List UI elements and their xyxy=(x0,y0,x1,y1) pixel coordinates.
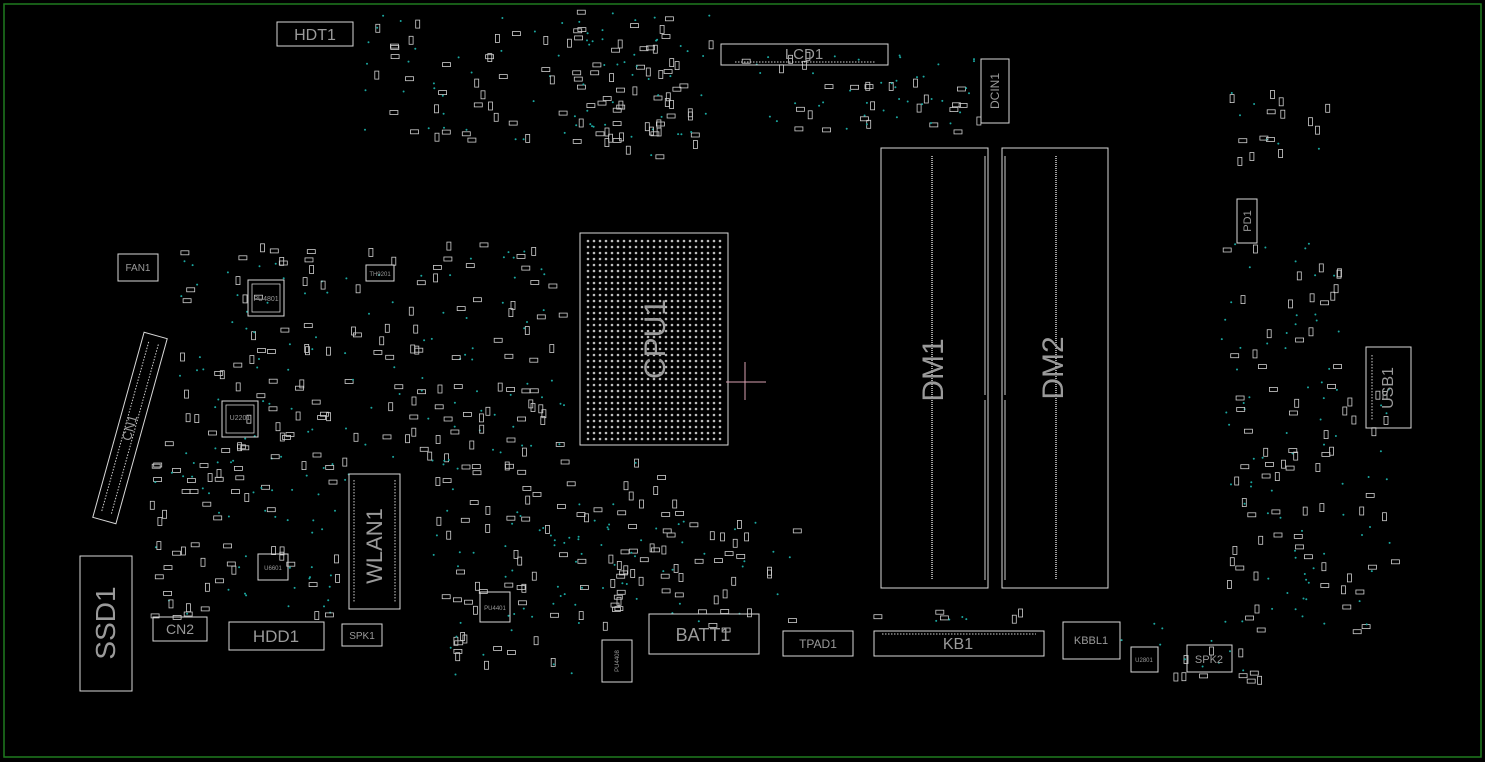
component-label-ssd1: SSD1 xyxy=(90,586,121,659)
component-label-kb1: KB1 xyxy=(943,636,973,653)
component-label-cn1: CN1 xyxy=(119,413,140,442)
component-label-dm1: DM1 xyxy=(917,338,950,401)
component-label-fan1: FAN1 xyxy=(125,263,150,274)
component-label-hdd1: HDD1 xyxy=(253,627,299,646)
chip-th9201[interactable]: TH9201 xyxy=(365,264,395,282)
chip-u6601[interactable]: U6601 xyxy=(257,553,289,581)
component-label-wlan1: WLAN1 xyxy=(362,508,387,584)
cpu-ball-grid xyxy=(586,239,722,441)
component-hdt1[interactable]: HDT1 xyxy=(276,21,354,47)
chip-label-pu4408: PU4408 xyxy=(615,649,621,671)
component-label-cpu1: CPU1 xyxy=(639,299,672,379)
component-ssd1[interactable]: SSD1 xyxy=(79,555,133,692)
component-cpu1[interactable]: CPU1 xyxy=(579,232,729,446)
chip-label-u2201: U2201 xyxy=(230,415,251,422)
chip-u2801[interactable]: U2801 xyxy=(1130,646,1159,673)
component-pd1[interactable]: PD1 xyxy=(1236,198,1258,244)
component-label-dcin1: DCIN1 xyxy=(988,73,1002,109)
chip-pu4408[interactable]: PU4408 xyxy=(601,639,633,683)
board-outline xyxy=(3,3,1482,758)
chip-label-pu4401: PU4401 xyxy=(484,606,506,612)
component-lcd1[interactable]: LCD1 xyxy=(720,43,889,66)
component-wlan1[interactable]: WLAN1 xyxy=(348,473,401,610)
component-kb1[interactable]: KB1 xyxy=(873,630,1045,657)
component-cn2[interactable]: CN2 xyxy=(152,616,208,642)
component-label-batt1: BATT1 xyxy=(676,625,731,645)
component-usb1[interactable]: USB1 xyxy=(1365,346,1412,429)
chip-label-th9201: TH9201 xyxy=(369,272,391,278)
chip-pu4801[interactable]: PU4801 xyxy=(247,279,285,317)
chip-u2201[interactable]: U2201 xyxy=(221,400,259,438)
component-tpad1[interactable]: TPAD1 xyxy=(782,630,854,657)
component-label-dm2: DM2 xyxy=(1037,336,1070,399)
component-fan1[interactable]: FAN1 xyxy=(117,253,159,282)
component-hdd1[interactable]: HDD1 xyxy=(228,621,325,651)
component-label-spk1: SPK1 xyxy=(349,631,375,642)
chip-label-pu4801: PU4801 xyxy=(253,296,278,303)
component-spk1[interactable]: SPK1 xyxy=(341,623,383,647)
component-label-kbbl1: KBBL1 xyxy=(1074,635,1108,647)
small-component-field xyxy=(149,9,1400,685)
chip-pu4401[interactable]: PU4401 xyxy=(479,591,511,623)
component-label-cn2: CN2 xyxy=(166,621,194,637)
component-label-lcd1: LCD1 xyxy=(785,46,823,63)
component-spk2[interactable]: SPK2 xyxy=(1186,644,1233,673)
component-dm2[interactable]: DM2 xyxy=(1001,147,1109,589)
chip-label-u2801: U2801 xyxy=(1135,658,1153,664)
component-label-usb1: USB1 xyxy=(1380,367,1397,409)
component-label-tpad1: TPAD1 xyxy=(799,637,837,651)
component-label-hdt1: HDT1 xyxy=(294,27,336,44)
component-dm1[interactable]: DM1 xyxy=(880,147,989,589)
component-dcin1[interactable]: DCIN1 xyxy=(980,58,1010,124)
component-label-spk2: SPK2 xyxy=(1195,654,1223,666)
component-batt1[interactable]: BATT1 xyxy=(648,613,760,655)
crosshair-cursor xyxy=(726,362,766,400)
component-cn1[interactable]: CN1 xyxy=(92,331,168,525)
component-label-pd1: PD1 xyxy=(1242,210,1254,231)
chip-label-u6601: U6601 xyxy=(264,566,282,572)
component-kbbl1[interactable]: KBBL1 xyxy=(1062,621,1121,660)
